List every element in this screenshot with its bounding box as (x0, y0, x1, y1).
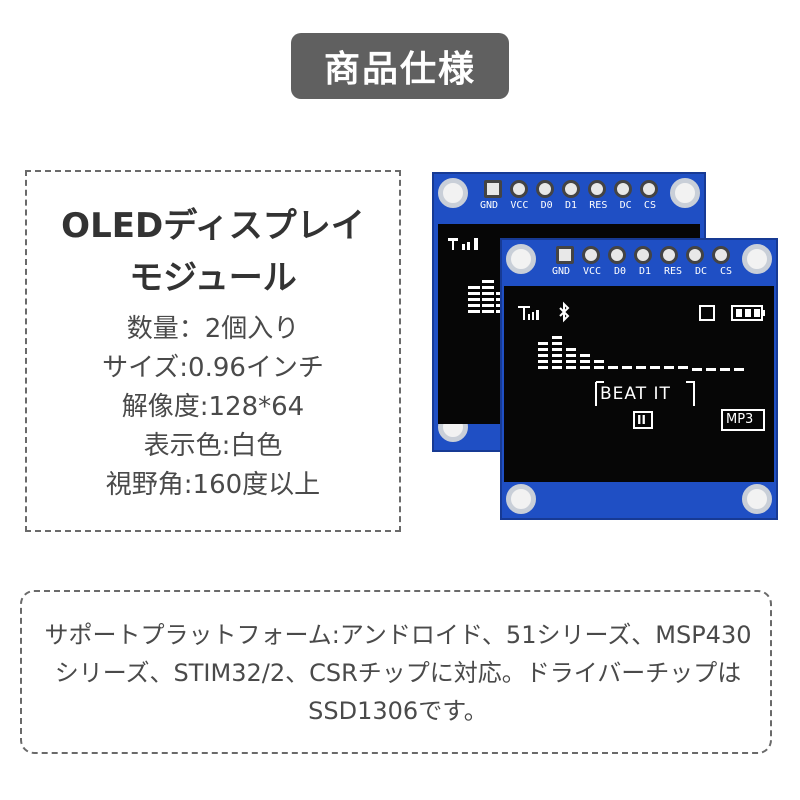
page-title: 商品仕様 (291, 33, 509, 99)
pin-icon (510, 180, 528, 198)
spec-item-quantity: 数量：2個入り (126, 314, 300, 344)
pin-label: CS (643, 200, 656, 211)
pin-label: GND (552, 266, 571, 277)
pin-icon (660, 246, 678, 264)
pin-label: VCC (583, 266, 602, 277)
equalizer-icon (538, 336, 744, 371)
spec-heading: OLEDディスプレイ モジュール (27, 200, 399, 304)
pin-labels: GND VCC D0 D1 RES DC CS (552, 266, 732, 277)
pin-icon (536, 180, 554, 198)
pin-icon (712, 246, 730, 264)
spec-item-color: 表示色:白色 (143, 431, 283, 461)
pin-label: RES (589, 200, 608, 211)
signal-icon (518, 306, 539, 320)
song-frame (595, 381, 695, 406)
pin-icon (634, 246, 652, 264)
spec-item-viewing-angle: 視野角:160度以上 (105, 470, 321, 500)
pause-icon: II (637, 413, 646, 427)
pin-icon (608, 246, 626, 264)
pin-icon (640, 180, 658, 198)
pin-label: D0 (614, 266, 627, 277)
pin-icon (686, 246, 704, 264)
mount-hole-icon (742, 484, 772, 514)
oled-module-front: GND VCC D0 D1 RES DC CS (500, 238, 778, 520)
pin-icon (582, 246, 600, 264)
spec-heading-line1: OLEDディスプレイ (61, 206, 365, 246)
pin-icon (556, 246, 574, 264)
pin-labels: GND VCC D0 D1 RES DC CS (480, 200, 656, 211)
spec-item-resolution: 解像度:128*64 (121, 392, 305, 422)
pin-label: CS (719, 266, 732, 277)
pin-label: D0 (540, 200, 553, 211)
mp3-frame (721, 409, 765, 431)
note-text: サポートプラットフォーム:アンドロイド、51シリーズ、MSP430シリーズ、ST… (44, 621, 752, 725)
spec-list: 数量：2個入り サイズ:0.96インチ 解像度:128*64 表示色:白色 視野… (27, 310, 399, 505)
note-box: サポートプラットフォーム:アンドロイド、51シリーズ、MSP430シリーズ、ST… (20, 590, 772, 754)
mp3-badge: MP3 (726, 412, 754, 427)
song-title: BEAT IT (600, 384, 671, 404)
pin-label: D1 (564, 200, 578, 211)
mount-hole-icon (438, 178, 468, 208)
pin-label: DC (694, 266, 708, 277)
pin-icon (484, 180, 502, 198)
pin-label: RES (663, 266, 683, 277)
spec-box: OLEDディスプレイ モジュール 数量：2個入り サイズ:0.96インチ 解像度… (25, 170, 401, 532)
oled-screen: BEAT IT II MP3 (504, 286, 774, 482)
pin-label: VCC (510, 200, 529, 211)
mount-hole-icon (506, 484, 536, 514)
pin-label: D1 (638, 266, 652, 277)
spec-heading-line2: モジュール (129, 258, 297, 298)
bluetooth-icon (559, 301, 570, 323)
screen-graphics (518, 301, 765, 431)
pin-icon (562, 180, 580, 198)
pause-frame (633, 411, 653, 429)
pin-icon (588, 180, 606, 198)
mount-hole-icon (742, 244, 772, 274)
spec-item-size: サイズ:0.96インチ (102, 353, 324, 383)
pin-label: DC (619, 200, 632, 211)
mount-hole-icon (506, 244, 536, 274)
settings-icon (699, 305, 715, 321)
pin-label: GND (480, 200, 499, 211)
mount-hole-icon (670, 178, 700, 208)
pin-icon (614, 180, 632, 198)
